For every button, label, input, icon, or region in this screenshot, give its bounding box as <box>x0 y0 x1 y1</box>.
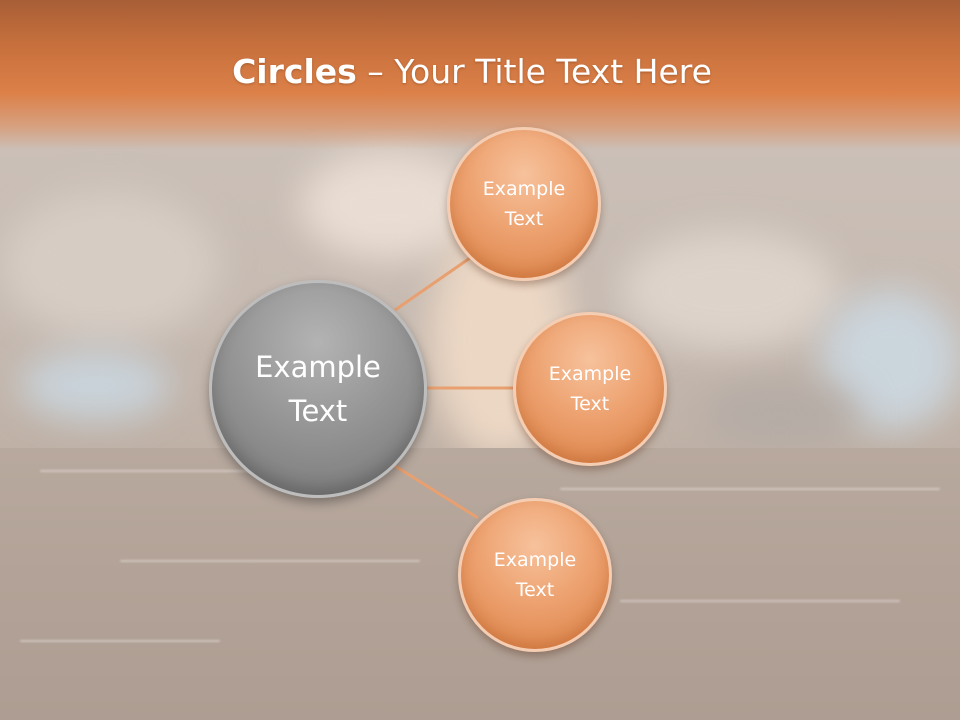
connector-line-top <box>394 256 471 312</box>
wave-line <box>620 600 900 602</box>
wave-line <box>560 488 940 490</box>
cloud-shape <box>0 190 220 340</box>
wave-line <box>20 640 220 642</box>
slide-title: Circles – Your Title Text Here <box>0 52 944 91</box>
circle-node-bottom[interactable]: Example Text <box>458 498 612 652</box>
cloud-shape <box>620 230 840 350</box>
wave-line <box>120 560 420 562</box>
sky-patch <box>20 350 170 420</box>
wave-line <box>40 470 300 472</box>
circle-node-middle[interactable]: Example Text <box>513 312 667 466</box>
title-rest-part: – Your Title Text Here <box>356 52 712 91</box>
connector-line-bottom <box>394 464 479 520</box>
cloud-shape <box>700 380 860 450</box>
center-circle[interactable]: Example Text <box>209 280 427 498</box>
circle-node-label: Example Text <box>482 178 566 230</box>
circle-node-label: Example Text <box>548 363 632 415</box>
title-bold-part: Circles <box>232 52 357 91</box>
center-circle-label: Example Text <box>255 350 381 428</box>
circle-node-label: Example Text <box>493 549 577 601</box>
title-band <box>0 0 960 150</box>
circle-node-top[interactable]: Example Text <box>447 127 601 281</box>
